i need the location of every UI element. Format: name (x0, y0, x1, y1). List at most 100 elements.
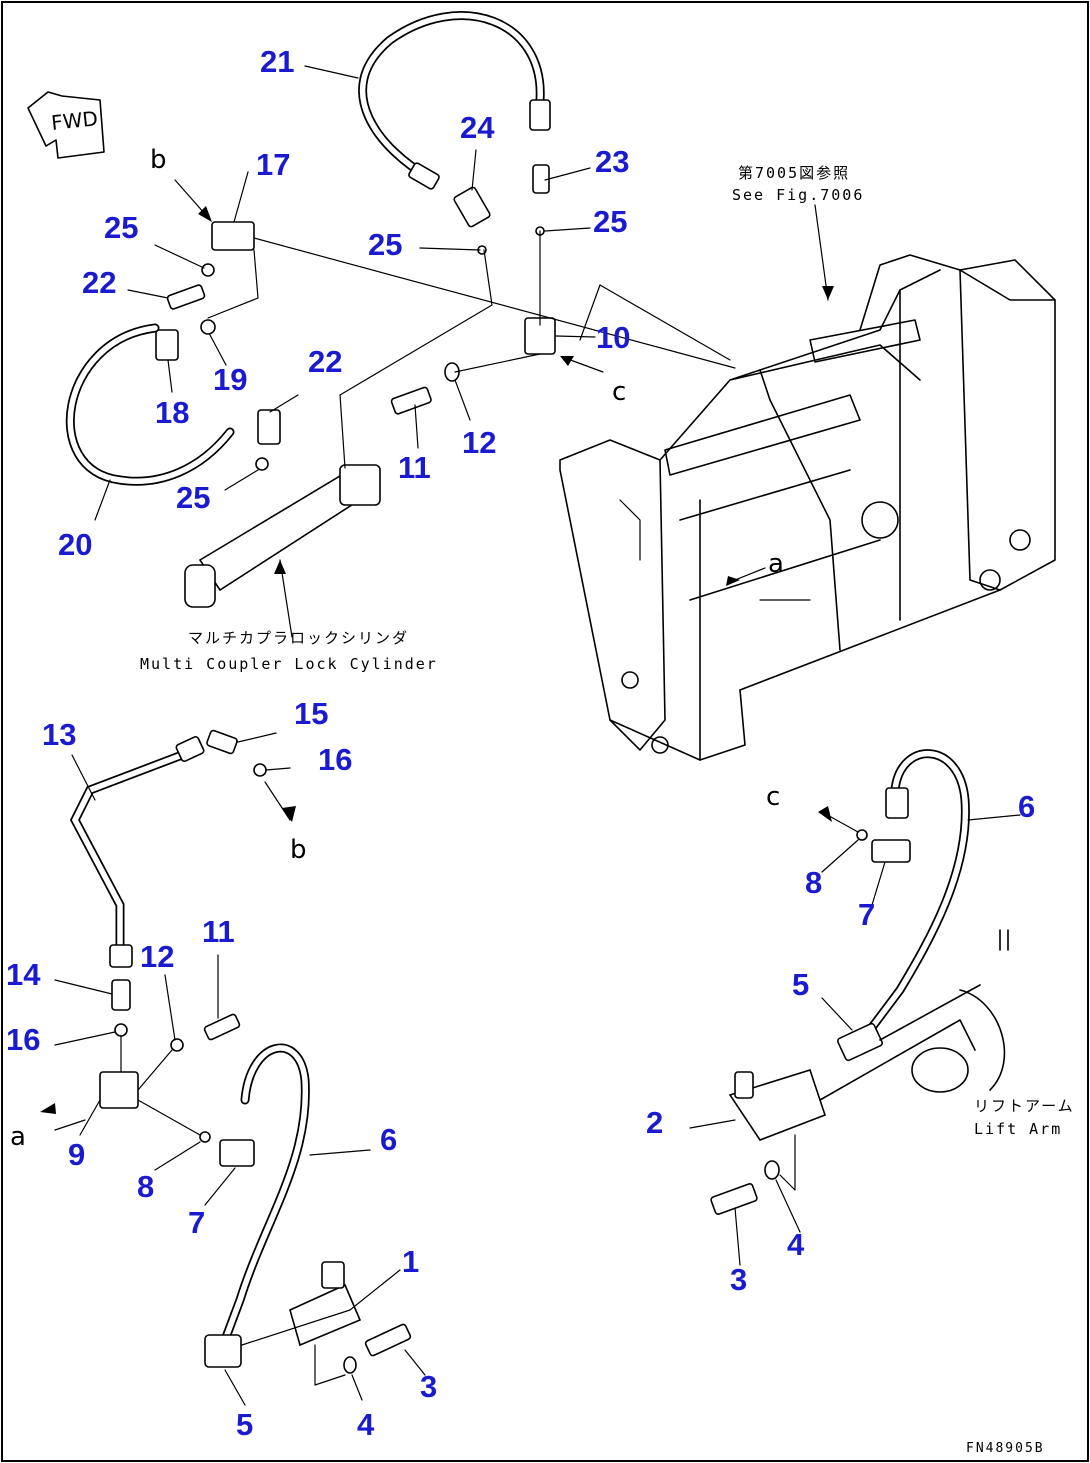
hose-20 (65, 323, 235, 486)
callout-15: 15 (294, 696, 328, 731)
oring-16-upper (253, 763, 267, 777)
callout-10: 10 (596, 320, 630, 355)
callout-5-a: 5 (236, 1407, 253, 1442)
callout-3-b: 3 (730, 1262, 747, 1297)
callout-7-a: 7 (188, 1205, 205, 1240)
elbow-7-left (219, 1139, 255, 1167)
callout-25-a: 25 (104, 210, 138, 245)
elbow-7-right (871, 839, 911, 863)
callout-6-a: 6 (380, 1122, 397, 1157)
callout-21: 21 (260, 44, 294, 79)
callout-23: 23 (595, 144, 629, 179)
callout-13: 13 (42, 717, 76, 752)
callout-2: 2 (646, 1105, 663, 1140)
callout-7-b: 7 (858, 897, 875, 932)
drawing-code: FN48905B (966, 1441, 1045, 1456)
reference-letters: b c a b c a (10, 145, 784, 1152)
callout-22-b: 22 (308, 344, 342, 379)
hose-6-left (220, 1043, 310, 1345)
bolt-11-lower (203, 1013, 241, 1041)
callout-25-b: 25 (176, 480, 210, 515)
fwd-label: FWD (50, 106, 99, 135)
tube-13 (69, 735, 205, 968)
callout-3-a: 3 (420, 1369, 437, 1404)
elbow-15 (206, 729, 238, 755)
oring-25-left (201, 263, 215, 277)
multi-coupler-frame (559, 254, 1056, 761)
washer-19 (200, 319, 216, 335)
block-9 (99, 1071, 139, 1109)
valve-2 (728, 1069, 827, 1141)
callout-25-d: 25 (593, 204, 627, 239)
hose-6-right (865, 749, 970, 1035)
leader-lines-lower-left (54, 732, 426, 1406)
fwd-direction-icon: FWD (27, 91, 105, 159)
callout-9: 9 (68, 1137, 85, 1172)
callout-8-a: 8 (137, 1169, 154, 1204)
callout-11-a: 11 (398, 450, 431, 485)
bolt-11-top (390, 386, 432, 415)
arrow-b-lower (282, 806, 296, 822)
elbow-24 (453, 186, 491, 228)
callout-22-a: 22 (82, 265, 116, 300)
oring-8-left (199, 1131, 211, 1143)
washer-4-right (764, 1160, 780, 1180)
callout-4-b: 4 (787, 1227, 805, 1262)
arrow-cylinder (274, 560, 286, 574)
callout-12-a: 12 (462, 425, 496, 460)
letter-c-lower: c (766, 782, 780, 812)
letter-b-top: b (150, 145, 167, 175)
washer-12-lower (170, 1038, 184, 1052)
callout-1: 1 (402, 1244, 419, 1279)
callout-24: 24 (460, 110, 495, 145)
callout-25-c: 25 (368, 227, 402, 262)
letter-a-lower: a (10, 1122, 26, 1152)
callout-4-a: 4 (357, 1407, 375, 1442)
callout-19: 19 (213, 362, 247, 397)
callout-6-b: 6 (1018, 789, 1035, 824)
bolt-3-left (364, 1323, 412, 1357)
callout-5-b: 5 (792, 967, 809, 1002)
callout-16-b: 16 (6, 1022, 40, 1057)
adapter-14 (111, 979, 131, 1011)
lift-arm (819, 929, 1009, 1101)
bolt-18 (155, 329, 179, 361)
callout-16-a: 16 (318, 742, 352, 777)
arrow-a-lower (40, 1103, 56, 1114)
callout-numbers: 21 24 23 25 17 25 25 22 10 22 19 18 12 1… (6, 44, 1035, 1442)
leader-lines-lower-right (689, 814, 1021, 1266)
callout-17: 17 (256, 147, 290, 182)
oring-8-right (856, 829, 868, 841)
oring-16-lower (114, 1023, 128, 1037)
callout-18: 18 (155, 395, 189, 430)
reference-note-en: See Fig.7006 (732, 186, 864, 204)
letter-a-top: a (768, 549, 784, 579)
elbow-22-upper (166, 284, 206, 310)
hose-21 (358, 11, 551, 190)
lock-cylinder (184, 464, 381, 608)
elbow-5-right (836, 1022, 884, 1062)
callout-20: 20 (58, 527, 92, 562)
callout-12-b: 12 (140, 939, 174, 974)
lift-arm-label-en: Lift Arm (974, 1120, 1062, 1138)
elbow-22-lower (257, 409, 281, 445)
washer-4-left (343, 1356, 357, 1374)
bolt-3-right (710, 1183, 758, 1215)
reference-note-jp: 第7005図参照 (738, 164, 850, 182)
elbow-5-left (204, 1334, 242, 1368)
arrow-ref (822, 286, 834, 300)
letter-c-top: c (612, 377, 626, 407)
callout-8-b: 8 (805, 865, 822, 900)
cylinder-label-en: Multi Coupler Lock Cylinder (140, 655, 438, 673)
lift-arm-label-jp: リフトアーム (974, 1097, 1075, 1115)
block-17 (211, 221, 255, 251)
arrow-c-top (560, 356, 574, 366)
letter-b-lower: b (290, 835, 307, 865)
valve-1 (289, 1261, 362, 1347)
callout-14: 14 (6, 957, 41, 992)
washer-12-top (444, 362, 460, 382)
cylinder-label-jp: マルチカプラロックシリンダ (188, 629, 409, 647)
oring-25-lower (255, 457, 269, 471)
